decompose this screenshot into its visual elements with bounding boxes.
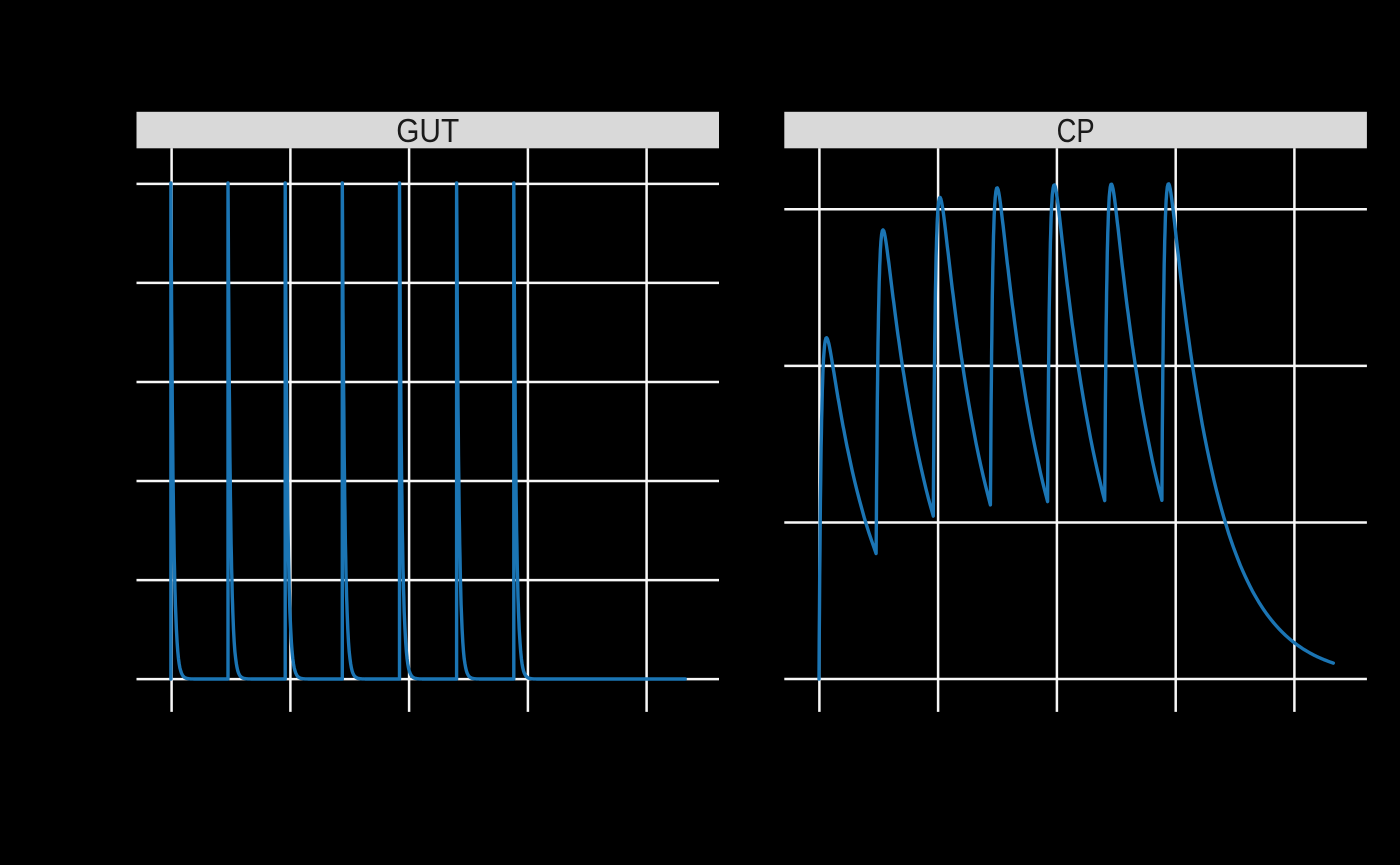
svg-text:CP: CP [1057, 112, 1095, 149]
svg-text:GUT: GUT [396, 112, 459, 149]
